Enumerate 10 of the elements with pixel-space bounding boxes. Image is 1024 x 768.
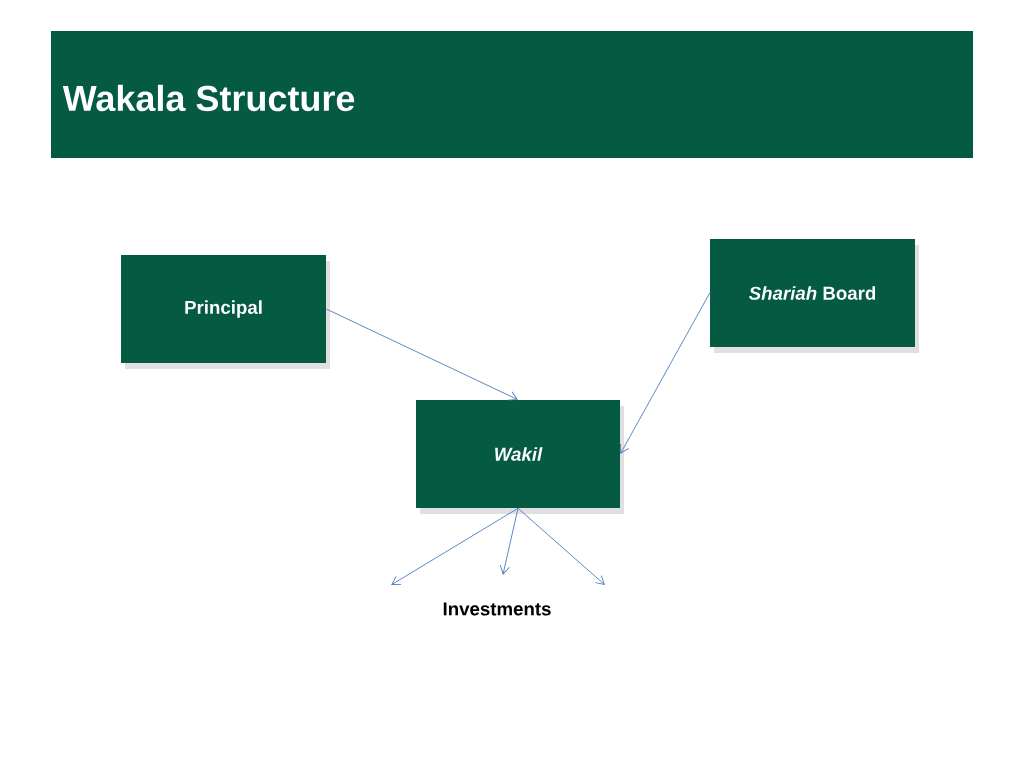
arrow (620, 292, 711, 454)
arrow (391, 507, 519, 585)
arrow (517, 507, 605, 585)
arrow (499, 507, 519, 575)
process-box: Principal (121, 255, 330, 369)
arrow (325, 308, 518, 401)
node-text: Investments (443, 602, 551, 616)
process-box: Shariah Board (710, 239, 919, 353)
title-bar: Wakala Structure (51, 31, 973, 158)
process-box: Wakil (416, 400, 624, 514)
